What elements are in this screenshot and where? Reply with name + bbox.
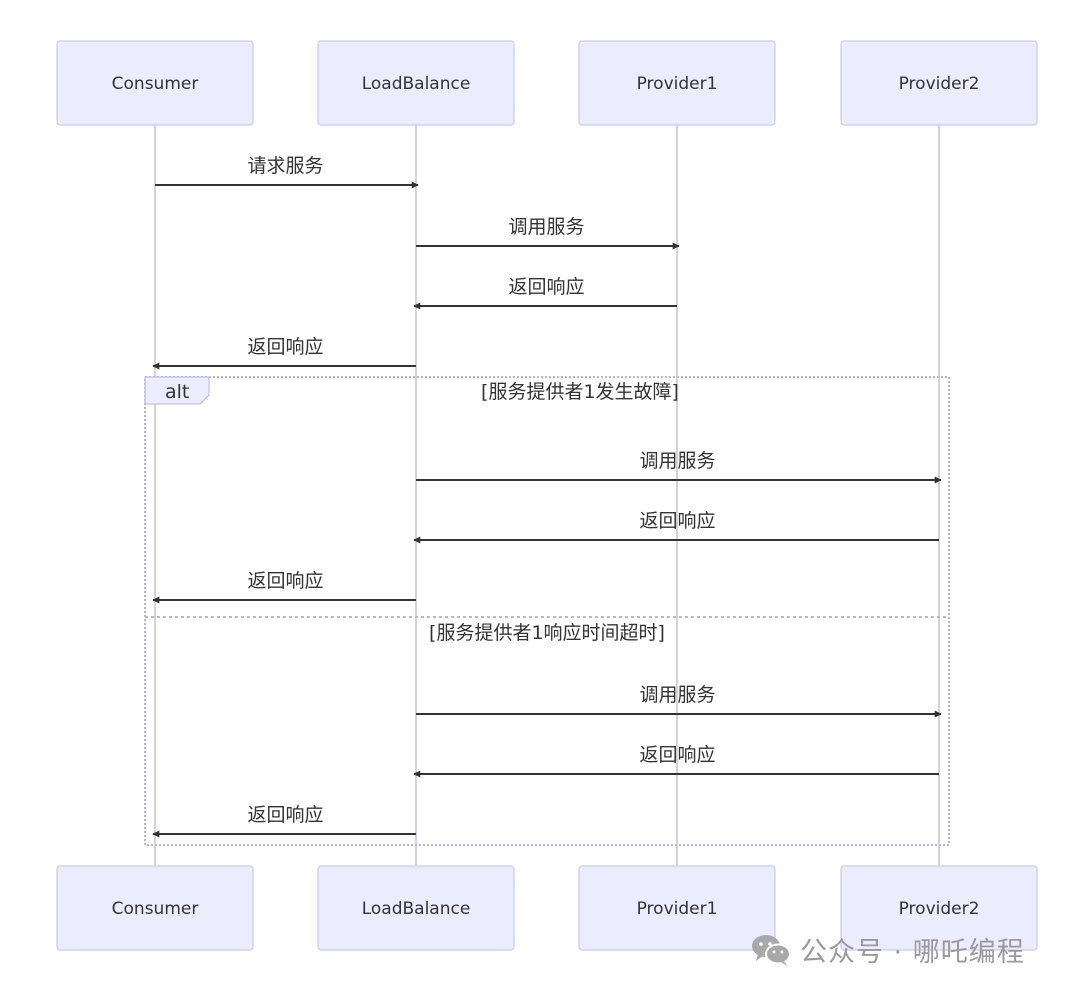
actor-box: [317, 40, 515, 126]
message-1: 请求服务: [155, 155, 419, 189]
message-label: 调用服务: [639, 450, 715, 472]
actor-top-provider1: Provider1: [578, 40, 776, 126]
message-3: 返回响应: [413, 276, 677, 310]
message-label: 调用服务: [639, 684, 715, 706]
actor-bottom-consumer: Consumer: [56, 865, 254, 951]
actor-box: [578, 40, 776, 126]
actor-label: Provider2: [899, 74, 980, 94]
message-2: 调用服务: [416, 216, 680, 250]
actor-box: [840, 40, 1038, 126]
message-4: 返回响应: [152, 336, 416, 370]
actor-box: [56, 40, 254, 126]
actor-top-consumer: Consumer: [56, 40, 254, 126]
actor-label: LoadBalance: [362, 74, 471, 94]
actor-box: [840, 865, 1038, 951]
actor-label: Provider2: [899, 899, 980, 919]
message-5: 调用服务: [416, 450, 942, 484]
wechat-icon: [752, 934, 791, 966]
actor-label: Provider1: [637, 899, 718, 919]
actor-box: [578, 865, 776, 951]
message-10: 返回响应: [152, 804, 416, 838]
actor-top-provider2: Provider2: [840, 40, 1038, 126]
message-7: 返回响应: [152, 570, 416, 604]
message-6: 返回响应: [413, 510, 939, 544]
actor-label: Consumer: [112, 899, 199, 919]
watermark: 公众号 · 哪吒编程: [750, 930, 1025, 969]
message-label: 请求服务: [247, 155, 323, 177]
actor-bottom-provider1: Provider1: [578, 865, 776, 951]
message-label: 返回响应: [639, 744, 715, 766]
watermark-text: 公众号 · 哪吒编程: [800, 937, 1025, 968]
actor-box: [56, 865, 254, 951]
message-9: 返回响应: [413, 744, 939, 778]
alt-condition-1: [服务提供者1发生故障]: [481, 381, 679, 403]
alt-label-tab: [144, 376, 210, 405]
actor-box: [317, 865, 515, 951]
actor-top-loadbalance: LoadBalance: [317, 40, 515, 126]
message-label: 返回响应: [508, 276, 584, 298]
actor-label: LoadBalance: [362, 899, 471, 919]
actor-label: Provider1: [637, 74, 718, 94]
actor-bottom-provider2: Provider2: [840, 865, 1038, 951]
message-label: 返回响应: [247, 336, 323, 358]
actor-bottom-loadbalance: LoadBalance: [317, 865, 515, 951]
message-8: 调用服务: [416, 684, 942, 718]
message-label: 返回响应: [247, 570, 323, 592]
alt-label: alt: [165, 381, 189, 403]
alt-frame: [144, 376, 950, 846]
message-label: 返回响应: [639, 510, 715, 532]
message-label: 调用服务: [508, 216, 584, 238]
actor-label: Consumer: [112, 74, 199, 94]
alt-condition-2: [服务提供者1响应时间超时]: [429, 622, 665, 644]
message-label: 返回响应: [247, 804, 323, 826]
